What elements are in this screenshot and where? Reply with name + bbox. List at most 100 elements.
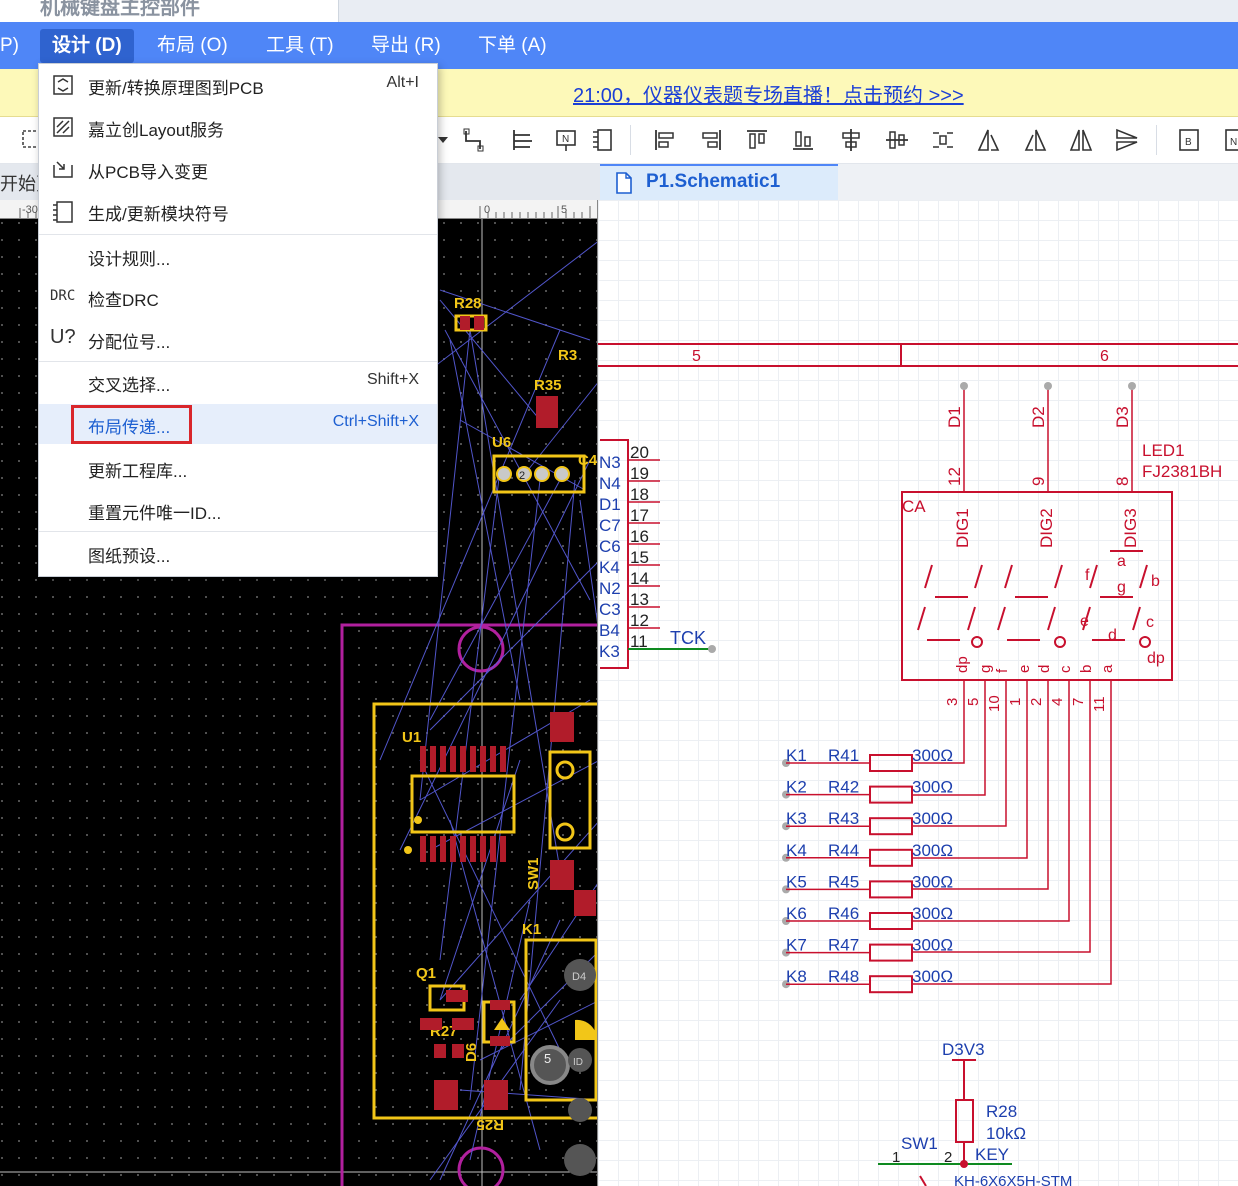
select-icon[interactable] [20,127,46,153]
net-label-icon[interactable]: N [554,127,580,153]
pcb-canvas[interactable]: R28 R3 R35 U6 C4 U1 SW1 K1 Q1 R27 D6 R25 [0,200,597,1186]
svg-text:dp: dp [954,656,971,673]
bus-icon[interactable] [510,127,536,153]
menu-item-layout-transfer[interactable]: 布局传递... Ctrl+Shift+X [39,404,437,444]
menu-item-module-symbol[interactable]: 生成/更新模块符号 [39,191,437,231]
resistor-net-label: K1 [786,746,807,765]
svg-text:f: f [1085,567,1090,584]
menu-item-check-drc[interactable]: DRC 检查DRC [50,288,159,310]
pcb-label-q1: Q1 [416,965,436,982]
menu-order[interactable]: 下单 (A) [478,35,547,56]
align-top-icon[interactable] [744,127,770,153]
document-icon [616,172,632,194]
align-left-icon[interactable] [652,127,678,153]
resistor-net-label: K3 [786,809,807,828]
svg-text:D1: D1 [945,406,964,428]
resistor-body[interactable] [869,912,913,930]
pullup-value: 10kΩ [986,1124,1026,1143]
menu-place[interactable]: P) [0,35,19,56]
menu-item-import-changes[interactable]: 从PCB导入变更 [39,149,437,189]
align-center-v-icon[interactable] [884,127,910,153]
project-tab[interactable]: 机械键盘主控部件 [0,0,339,22]
svg-text:B4: B4 [599,621,620,640]
resistor-ref: R42 [828,778,859,797]
menu-layout[interactable]: 布局 (O) [157,35,228,56]
svg-text:17: 17 [630,506,649,525]
resistor-value: 300Ω [912,841,953,860]
led-part: FJ2381BH [1142,462,1222,481]
svg-text:5: 5 [965,698,982,706]
svg-text:g: g [977,665,994,673]
resistor-body[interactable] [869,880,913,899]
pcb-label-k1: K1 [522,921,541,938]
pane-divider[interactable] [597,200,598,1186]
netflag-icon[interactable]: N [1222,127,1238,153]
design-menu-dropdown: 更新/转换原理图到PCB Alt+I 嘉立创Layout服务 从PCB导入变更 … [38,63,438,577]
menu-design[interactable]: 设计 (D) [40,29,134,63]
import-changes-icon [53,161,73,178]
block-icon[interactable]: B [1176,127,1202,153]
through-holes [496,466,570,482]
resistor-net-label: K7 [786,936,807,955]
tab-schematic[interactable]: P1.Schematic1 [600,164,838,200]
net-label-tck: TCK [670,628,706,648]
resistor-ref: R41 [828,746,859,765]
resistor-body[interactable] [869,754,913,772]
flip-horizontal-icon[interactable] [1068,127,1094,153]
rotate-right-icon[interactable] [1022,127,1048,153]
menu-item-sheet-preset[interactable]: 图纸预设... [88,547,171,566]
power-net-label: D3V3 [942,1040,985,1059]
switch-part: KH-6X6X5H-STM [954,1173,1072,1186]
net-port-icon[interactable] [590,127,616,153]
led-common: CA [902,497,926,516]
svg-text:18: 18 [630,485,649,504]
svg-text:14: 14 [630,569,649,588]
menu-tools[interactable]: 工具 (T) [266,35,334,56]
pcb-label-u6: U6 [492,434,511,451]
svg-text:1: 1 [892,1149,900,1166]
menu-item-reset-uid[interactable]: 重置元件唯一ID... [88,504,222,523]
resistor-ref: R46 [828,904,859,923]
menu-item-update-pcb[interactable]: 更新/转换原理图到PCB Alt+I [39,65,437,105]
resistor-body[interactable] [869,785,913,804]
svg-text:7: 7 [1070,698,1087,706]
resistor-body[interactable] [869,975,913,994]
align-right-icon[interactable] [698,127,724,153]
menu-item-design-rules[interactable]: 设计规则... [88,250,171,269]
distribute-icon[interactable] [930,127,956,153]
resistor-body[interactable] [869,848,913,867]
svg-text:2: 2 [1028,698,1045,706]
menu-item-assign-designator[interactable]: U? 分配位号... [50,326,171,352]
ruler-label-5: 5 [561,204,567,216]
ruler-label-0: 0 [484,204,490,216]
wire-icon[interactable] [462,127,488,153]
svg-text:C3: C3 [599,600,621,619]
announcement-link[interactable]: 21:00，仪器仪表题专场直播！点击预约 >>> [573,85,964,107]
svg-text:c: c [1146,614,1154,631]
svg-text:N: N [562,134,569,145]
designator-icon: U? [50,326,76,348]
align-bottom-icon[interactable] [790,127,816,153]
menu-item-update-library[interactable]: 更新工程库... [88,462,188,481]
flip-vertical-icon[interactable] [1114,127,1140,153]
resistor-body[interactable] [869,817,913,836]
menu-export[interactable]: 导出 (R) [371,35,441,56]
resistor-body[interactable] [869,943,913,962]
pcb-label-sw1: SW1 [525,857,542,890]
svg-text:d: d [1036,665,1053,673]
pcb-label-d4: D4 [572,971,586,983]
menu-item-cross-select[interactable]: 交叉选择... Shift+X [88,371,419,395]
resistor-value: 300Ω [912,936,953,955]
resistor-ref: R47 [828,936,859,955]
svg-text:D3: D3 [1113,406,1132,428]
menu-item-layout-service[interactable]: 嘉立创Layout服务 [39,107,437,147]
rotate-left-icon[interactable] [976,127,1002,153]
ruler-label-neg30: -30 [22,204,38,216]
svg-text:N: N [1230,137,1237,148]
svg-text:3: 3 [944,698,961,706]
dropdown-arrow-icon[interactable] [436,127,450,153]
align-center-h-icon[interactable] [838,127,864,153]
resistor-value: 300Ω [912,904,953,923]
